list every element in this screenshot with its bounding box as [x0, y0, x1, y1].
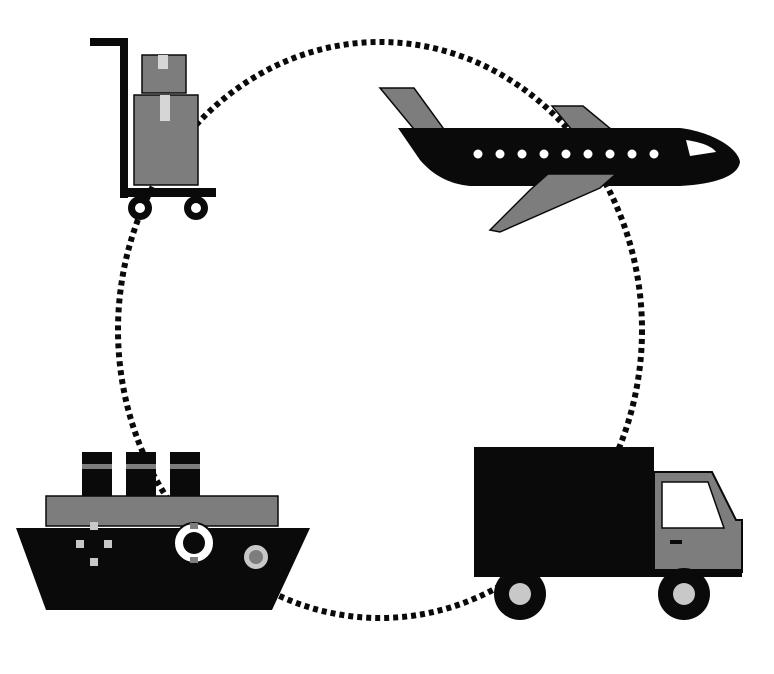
dotted-cycle-connector — [115, 39, 645, 621]
superstructure — [45, 495, 279, 527]
cabin-windows — [473, 149, 659, 159]
porthole-cross — [76, 522, 112, 566]
funnels — [82, 452, 200, 498]
airplane-icon — [378, 87, 740, 233]
cargo-ship-icon — [16, 452, 310, 610]
life-ring-icon — [173, 522, 215, 564]
delivery-truck-icon — [474, 447, 743, 620]
cargo-box — [474, 447, 654, 571]
hand-truck-icon — [90, 38, 216, 220]
hull — [16, 528, 310, 610]
